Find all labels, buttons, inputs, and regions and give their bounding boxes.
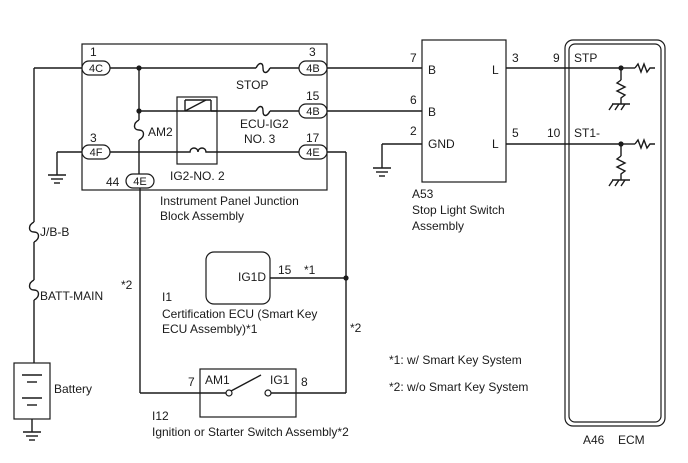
jb-pin-4b-mid-number: 15 bbox=[306, 89, 320, 103]
ecm-pin-9-number: 9 bbox=[553, 51, 560, 65]
stop-fuse-label: STOP bbox=[236, 78, 268, 92]
a53-pin-3-label: L bbox=[492, 63, 499, 77]
ecm-st1-ground-icon bbox=[608, 179, 630, 187]
jb-pin-4b-top-label: 4B bbox=[306, 63, 319, 75]
stop-light-switch-name-line2: Assembly bbox=[412, 219, 464, 233]
ecm-outer-frame bbox=[564, 39, 666, 427]
right-note: *2 bbox=[350, 321, 362, 335]
ig2-relay-label: IG2-NO. 2 bbox=[170, 169, 225, 183]
am2-fuse-icon bbox=[133, 119, 145, 141]
certification-ecu-pin-label: IG1D bbox=[238, 270, 266, 284]
batt-main-fuse-label: BATT-MAIN bbox=[40, 289, 103, 303]
jb-pin-4f-number: 3 bbox=[90, 131, 97, 145]
battery-label: Battery bbox=[54, 382, 92, 396]
ecm-st1-junction bbox=[618, 141, 624, 147]
certification-ecu-frame bbox=[205, 251, 271, 305]
battery-frame bbox=[13, 362, 51, 420]
am2-fuse-label: AM2 bbox=[148, 125, 173, 139]
a53-pin-6-number: 6 bbox=[410, 93, 417, 107]
junction-block-name-line2: Block Assembly bbox=[160, 209, 244, 223]
a53-pin-5-label: L bbox=[492, 137, 499, 151]
jb-pin-4e-left-number: 44 bbox=[106, 175, 120, 189]
battery-icon bbox=[22, 374, 42, 406]
legend-note-1: *1: w/ Smart Key System bbox=[389, 353, 522, 367]
stop-light-switch-ground-icon bbox=[373, 167, 391, 177]
junction-block-name-line1: Instrument Panel Junction bbox=[160, 194, 299, 208]
stop-light-switch-code: A53 bbox=[412, 187, 434, 201]
a53-pin-2-label: GND bbox=[428, 137, 455, 151]
jb-pin-4b-mid-label: 4B bbox=[306, 106, 319, 118]
ecm-stp-ground-icon bbox=[608, 103, 630, 111]
certification-ecu-name-line1: Certification ECU (Smart Key bbox=[162, 307, 317, 321]
certification-ecu-name-line2: ECU Assembly)*1 bbox=[162, 322, 258, 336]
jb-pin-4e-right-label: 4E bbox=[306, 147, 319, 159]
ig2-relay-frame bbox=[176, 96, 218, 165]
ecm-st1-circuit bbox=[615, 138, 655, 180]
a53-pin-3-number: 3 bbox=[512, 51, 519, 65]
a53-pin-7-label: B bbox=[428, 63, 436, 77]
jb-pin-4b-top-number: 3 bbox=[309, 45, 316, 59]
batt-main-fuse-icon bbox=[28, 279, 40, 301]
ignition-switch-left-pin-label: AM1 bbox=[205, 373, 230, 387]
a53-pin-2-number: 2 bbox=[410, 124, 417, 138]
jb-b-fuse-icon bbox=[28, 221, 40, 243]
ignition-switch-code: I12 bbox=[152, 409, 169, 423]
ignition-switch-left-pin-number: 7 bbox=[188, 375, 195, 389]
ground-icon bbox=[48, 174, 66, 184]
battery-ground-icon bbox=[23, 431, 41, 441]
ecm-pin-9-label: STP bbox=[574, 51, 597, 65]
jb-pin-4c-label: 4C bbox=[89, 63, 103, 75]
left-note: *2 bbox=[121, 278, 133, 292]
relay-switch-icon bbox=[184, 99, 217, 112]
ecu-ig2-fuse-icon bbox=[255, 105, 271, 117]
a53-pin-7-number: 7 bbox=[410, 51, 417, 65]
ecm-name: ECM bbox=[618, 433, 645, 447]
ignition-switch-name: Ignition or Starter Switch Assembly*2 bbox=[152, 425, 349, 439]
ecu-ig2-fuse-label: ECU-IG2 bbox=[240, 117, 289, 131]
ignition-switch-icon bbox=[200, 374, 296, 397]
ecu-ig2-fuse-label-line2: NO. 3 bbox=[244, 132, 276, 146]
jb-junction-mid bbox=[136, 108, 142, 114]
relay-coil-icon bbox=[182, 147, 212, 153]
stop-light-switch-wiring bbox=[327, 67, 621, 168]
stop-fuse-icon bbox=[255, 62, 271, 74]
ecm-code: A46 bbox=[583, 433, 605, 447]
battery-feed-wiring bbox=[33, 67, 82, 363]
certification-ecu-note: *1 bbox=[304, 263, 316, 277]
ecm-pin-10-label: ST1- bbox=[574, 126, 600, 140]
ecm-inner-frame bbox=[568, 43, 662, 423]
jb-internal-wiring bbox=[110, 67, 299, 174]
ignition-switch-right-pin-label: IG1 bbox=[270, 373, 290, 387]
ignition-switch-right-pin-number: 8 bbox=[301, 375, 308, 389]
stop-light-switch-name-line1: Stop Light Switch bbox=[412, 203, 505, 217]
ig1d-junction-dot bbox=[343, 275, 349, 281]
a53-pin-6-label: B bbox=[428, 105, 436, 119]
jb-b-fuse-label: J/B-B bbox=[40, 225, 69, 239]
ignition-switch-wiring bbox=[139, 151, 347, 394]
jb-pin-4f-label: 4F bbox=[90, 147, 103, 159]
certification-ecu-code: I1 bbox=[162, 290, 172, 304]
certification-ecu-pin-number: 15 bbox=[278, 263, 292, 277]
jb-pin-4c-number: 1 bbox=[90, 45, 97, 59]
legend-note-2: *2: w/o Smart Key System bbox=[389, 380, 528, 394]
a53-pin-5-number: 5 bbox=[512, 126, 519, 140]
ecm-stp-circuit bbox=[615, 62, 655, 104]
junction-block-frame bbox=[81, 43, 328, 191]
jb-pin-4e-left-label: 4E bbox=[133, 176, 146, 188]
ecm-pin-10-number: 10 bbox=[547, 126, 561, 140]
jb-junction-top bbox=[136, 65, 142, 71]
ecm-stp-junction bbox=[618, 65, 624, 71]
jb-pin-4e-right-number: 17 bbox=[306, 131, 320, 145]
